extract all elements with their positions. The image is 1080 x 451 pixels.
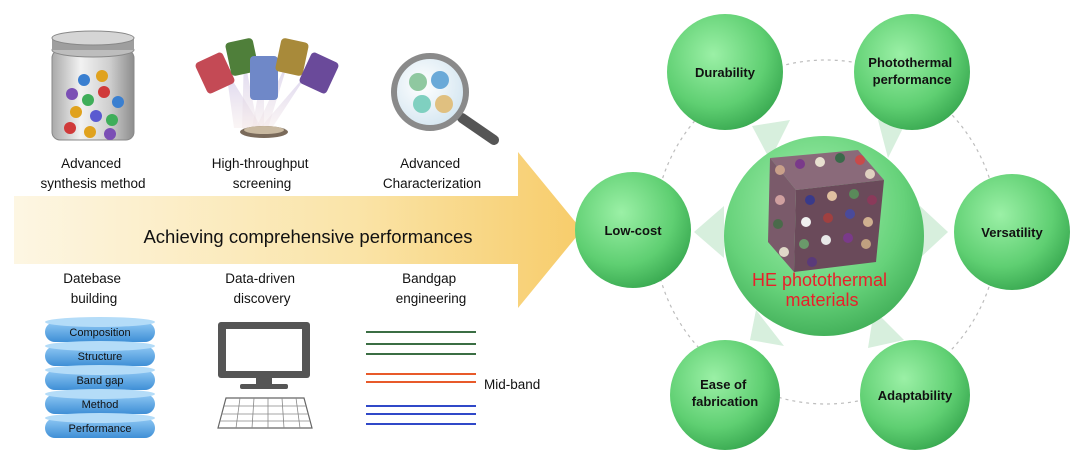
computer-icon [217,322,313,429]
bottom-item-2-line-2: discovery [233,291,290,306]
property-low-cost: Low-cost [575,172,691,288]
top-item-1-line-2: synthesis method [40,176,145,191]
property-adaptability: Adaptability [860,340,970,450]
database-layer: Band gap [45,365,155,390]
jar-of-spheres-icon [51,30,135,141]
property-durability: Durability [667,14,783,130]
atom-cube-icon [768,150,884,272]
bottom-item-3-line-1: Bandgap [402,271,456,286]
bottom-item-1-line-1: Datebase [63,271,121,286]
database-layer: Performance [45,413,155,438]
multi-beam-screening-icon [195,38,339,138]
svg-text:Advanced synthesis method: Advanced synthesis method [40,156,145,191]
svg-text:Method: Method [82,399,119,411]
top-item-1-line-1: Advanced [61,156,121,171]
svg-text:HE photothermal material: HE photothermal materials [752,270,892,310]
svg-text:Structure: Structure [78,351,123,363]
top-item-3-line-1: Advanced [400,156,460,171]
svg-text:Bandgap engineering: Bandgap engineering [396,271,467,306]
main-arrow: Achieving comprehensive performances [14,152,582,308]
magnifying-glass-icon [391,53,499,145]
property-label: Adaptability [878,388,953,403]
top-item-2-line-1: High-throughput [212,156,309,171]
main-arrow-label: Achieving comprehensive performances [143,226,472,247]
svg-text:Band gap: Band gap [76,375,123,387]
band-lines-icon [366,331,476,425]
svg-text:Advanced Characterization: Advanced Characterization [383,156,481,191]
svg-text:High-throughput screening: High-throughput screening [212,156,313,191]
center-title-line-1: HE photothermal [752,270,887,290]
property-label: Versatility [981,225,1043,240]
property-versatility: Versatility [954,174,1070,290]
top-item-3-line-2: Characterization [383,176,481,191]
database-stack-icon: Composition Structure Band gap Method Pe… [45,317,155,438]
database-layer: Composition [45,317,155,342]
database-layer: Structure [45,341,155,366]
property-label: Photothermal performance [868,55,955,87]
center-title-line-2: materials [785,290,858,310]
property-ease-of-fabrication: Ease of fabrication [670,340,780,450]
property-label: Ease of fabrication [692,377,759,409]
bottom-item-2-line-1: Data-driven [225,271,295,286]
bottom-item-1-line-2: building [71,291,118,306]
center-material-circle: HE photothermal materials [724,136,924,336]
svg-text:Performance: Performance [69,423,132,435]
svg-text:Composition: Composition [69,327,130,339]
bottom-item-3-line-2: engineering [396,291,467,306]
svg-text:Datebase building: Datebase building [63,271,125,306]
svg-text:Data-driven discovery: Data-driven discovery [225,271,299,306]
midband-label: Mid-band [484,377,540,392]
database-layer: Method [45,389,155,414]
top-item-2-line-2: screening [233,176,292,191]
property-label: Low-cost [604,223,662,238]
property-photothermal-performance: Photothermal performance [854,14,970,130]
property-label: Durability [695,65,756,80]
